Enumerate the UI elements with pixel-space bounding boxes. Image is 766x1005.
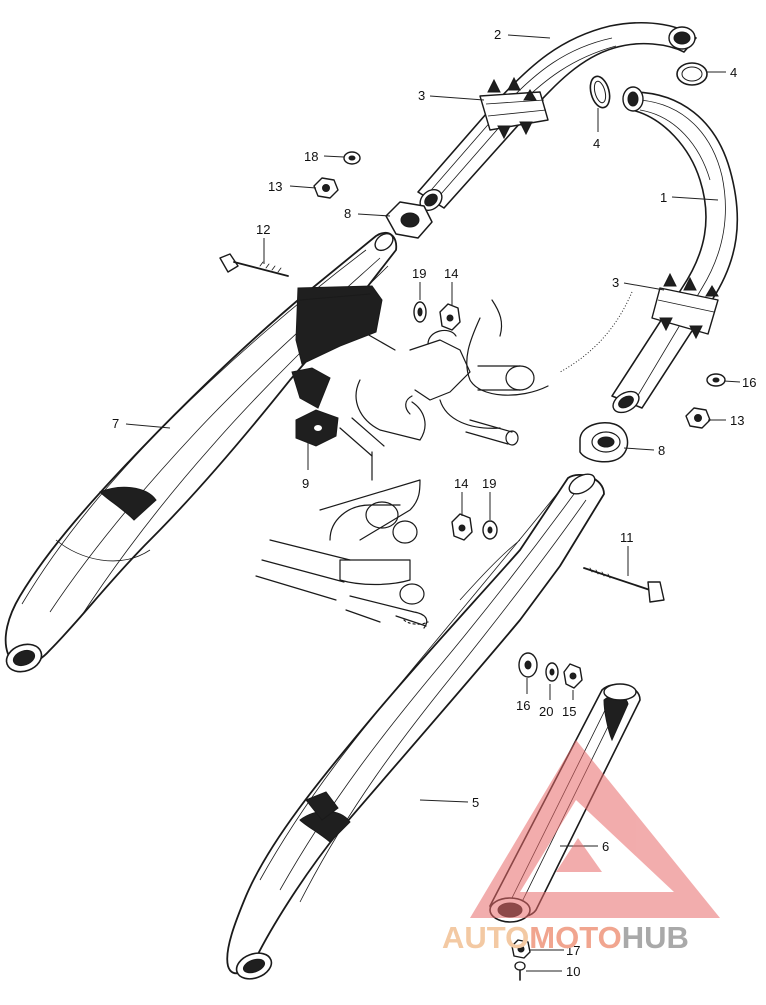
svg-text:10: 10 [566,964,580,979]
washer-19-upper [413,301,427,323]
nut-15 [563,663,583,689]
callout-4-bottom: 4 [593,108,600,151]
bolt-11 [583,567,665,603]
callout-9: 9 [302,440,309,491]
callout-13-right: 13 [708,413,744,428]
callout-10: 10 [526,964,580,979]
callout-16-right: 16 [723,375,756,390]
callout-labels: 1 2 3 3 4 4 5 6 [112,27,756,979]
washer-16-lower [518,652,538,678]
callout-13-upper: 13 [268,179,317,194]
svg-text:1: 1 [660,190,667,205]
svg-text:6: 6 [602,839,609,854]
callout-15: 15 [562,690,576,719]
svg-text:9: 9 [302,476,309,491]
bolt-12 [219,253,289,277]
svg-text:3: 3 [418,88,425,103]
engine-bracket-sketch [255,299,549,629]
callout-2: 2 [494,27,551,42]
watermark-triangle-inner-icon [556,838,602,872]
pipe-clamp-upper [479,76,549,140]
callout-19-upper: 19 [412,266,426,300]
washer-16-right [706,373,726,387]
washer-19-lower [482,520,498,540]
nut-14-upper [439,303,461,331]
callout-8-right: 8 [623,443,665,458]
svg-text:AUTOMOTOHUB: AUTOMOTOHUB [442,920,689,955]
washer-20 [545,662,559,682]
svg-text:13: 13 [268,179,282,194]
watermark-part-auto: AUTO [442,920,529,955]
callout-19-lower: 19 [482,476,496,520]
callout-16-lower: 16 [516,678,530,713]
svg-text:16: 16 [516,698,530,713]
svg-text:14: 14 [444,266,458,281]
svg-text:2: 2 [494,27,501,42]
callout-4-top: 4 [706,65,737,80]
pipe-gasket-right [676,62,708,86]
svg-text:19: 19 [412,266,426,281]
callout-3-lower: 3 [612,275,665,291]
watermark-text: AUTOMOTOHUB [442,920,689,955]
svg-text:4: 4 [593,136,600,151]
watermark [470,740,720,918]
svg-text:19: 19 [482,476,496,491]
callout-17: 17 [530,943,580,958]
callout-18: 18 [304,149,345,164]
svg-text:14: 14 [454,476,468,491]
muffler-right [226,473,605,980]
callout-14-upper: 14 [444,266,458,306]
svg-text:5: 5 [472,795,479,810]
joint-nut-right [579,422,629,463]
muffler-bracket-9 [295,409,339,447]
pipe-clamp-lower [559,272,719,373]
nut-13-right [685,407,711,429]
svg-text:15: 15 [562,704,576,719]
nut-17 [511,939,531,959]
exhaust-pipe-right [611,86,739,414]
callout-1: 1 [660,190,719,205]
callout-7: 7 [112,416,171,431]
svg-text:11: 11 [620,530,634,545]
callout-11: 11 [620,530,634,576]
nut-13-upper [313,177,339,199]
callout-14-lower: 14 [454,476,468,516]
muffler-left [4,231,398,673]
svg-text:12: 12 [256,222,270,237]
washer-18-upper [343,151,361,165]
svg-text:8: 8 [344,206,351,221]
svg-text:4: 4 [730,65,737,80]
svg-text:13: 13 [730,413,744,428]
nut-14-lower [451,513,473,541]
watermark-triangle-icon [470,740,720,918]
callout-5: 5 [419,795,479,810]
svg-text:17: 17 [566,943,580,958]
svg-text:7: 7 [112,416,119,431]
watermark-part-moto: MOTO [529,920,621,955]
svg-text:18: 18 [304,149,318,164]
pipe-gasket-left [589,75,611,109]
svg-text:8: 8 [658,443,665,458]
callout-3-upper: 3 [418,88,485,103]
svg-text:20: 20 [539,704,553,719]
svg-text:3: 3 [612,275,619,290]
screw-10 [514,961,526,981]
watermark-part-hub: HUB [622,920,689,955]
callout-8-left: 8 [344,206,391,221]
callout-12: 12 [256,222,270,264]
joint-nut-left [385,201,433,239]
svg-text:16: 16 [742,375,756,390]
callout-20: 20 [539,684,553,719]
